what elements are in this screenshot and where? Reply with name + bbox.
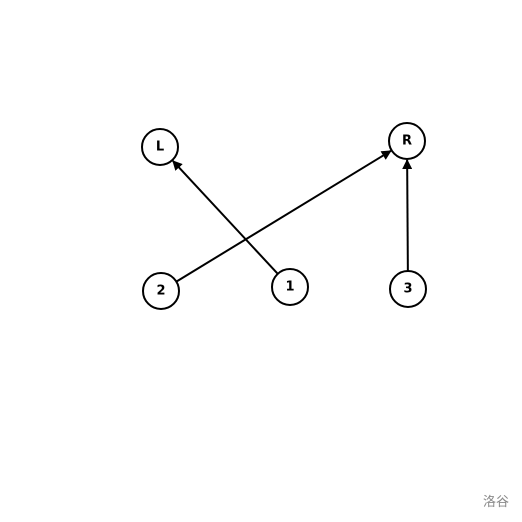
node-R: R [388,122,426,160]
node-1: 1 [271,268,309,306]
node-label: 1 [285,280,294,295]
watermark-text: 洛谷 [482,495,509,510]
node-label: L [156,140,164,155]
edge-1-to-L [172,160,279,275]
node-circle [388,122,426,160]
nodes-layer: L R 2 1 3 [141,122,427,310]
node-2: 2 [142,272,180,310]
node-label: 2 [156,284,165,299]
edge-3-to-R [402,158,413,272]
node-circle [142,272,180,310]
node-circle [389,270,427,308]
node-label: 3 [403,282,412,297]
node-3: 3 [389,270,427,308]
node-L: L [141,128,179,166]
node-circle [141,128,179,166]
node-label: R [402,134,412,149]
node-circle [271,268,309,306]
edges-layer [172,150,413,283]
edge-2-to-R [175,150,392,283]
